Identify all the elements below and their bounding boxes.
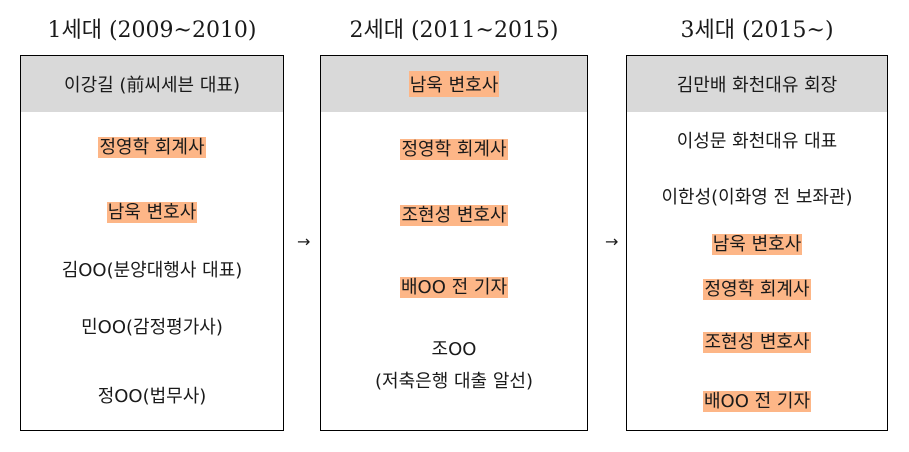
member-item: 정OO(법무사) xyxy=(97,386,207,407)
generation-2-title: 2세대 (2011~2015) xyxy=(349,18,559,43)
generation-3-box: 김만배 화천대유 회장 이성문 화천대유 대표 이한성(이화영 전 보좌관) 남… xyxy=(626,55,888,431)
generation-1-title: 1세대 (2009~2010) xyxy=(47,18,257,43)
generation-2-leader: 남욱 변호사 xyxy=(408,71,500,97)
member-item: 정영학 회계사 xyxy=(400,139,508,160)
generation-3-title: 3세대 (2015~) xyxy=(680,18,834,43)
arrow-right-icon: → xyxy=(297,232,311,251)
member-item: 민OO(감정평가사) xyxy=(81,317,223,338)
generation-1-header: 이강길 (前씨세븐 대표) xyxy=(21,56,283,112)
member-item: 조현성 변호사 xyxy=(400,205,508,226)
generation-1-leader: 이강길 (前씨세븐 대표) xyxy=(64,75,240,96)
member-item-note: (저축은행 대출 알선) xyxy=(375,371,533,392)
generation-1-box: 이강길 (前씨세븐 대표) 정영학 회계사 남욱 변호사 김OO(분양대행사 대… xyxy=(20,55,284,431)
arrow-right-icon: → xyxy=(605,232,619,251)
member-item: 이성문 화천대유 대표 xyxy=(676,131,838,152)
member-item: 정영학 회계사 xyxy=(703,279,811,300)
generation-3-header: 김만배 화천대유 회장 xyxy=(627,56,887,112)
member-item: 남욱 변호사 xyxy=(711,234,803,255)
member-item: 조OO xyxy=(431,339,477,360)
member-item: 정영학 회계사 xyxy=(98,137,206,158)
generation-2-box: 남욱 변호사 정영학 회계사 조현성 변호사 배OO 전 기자 조OO (저축은… xyxy=(320,55,588,431)
generation-2-header: 남욱 변호사 xyxy=(321,56,587,112)
member-item: 이한성(이화영 전 보좌관) xyxy=(661,187,853,208)
member-item: 배OO 전 기자 xyxy=(702,391,812,412)
member-item: 남욱 변호사 xyxy=(106,202,198,223)
member-item: 김OO(분양대행사 대표) xyxy=(61,260,243,281)
member-item: 배OO 전 기자 xyxy=(399,277,509,298)
generation-3-leader: 김만배 화천대유 회장 xyxy=(676,75,838,96)
member-item: 조현성 변호사 xyxy=(703,332,811,353)
